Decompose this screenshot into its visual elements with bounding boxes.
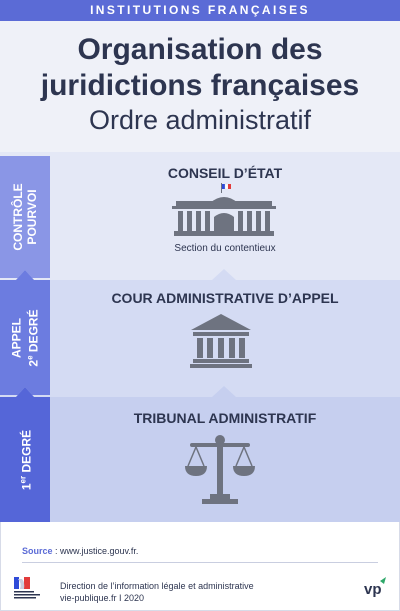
level-title-conseil: CONSEIL D’ÉTAT — [167, 165, 283, 181]
page-subtitle: Ordre administratif — [88, 105, 312, 135]
footer-divider — [22, 562, 378, 563]
level-divider-arrow — [0, 386, 400, 397]
side-label-line-1: 1er DEGRÉ — [17, 429, 34, 489]
footer-line-2: vie-publique.fr I 2020 — [60, 593, 145, 603]
side-bar-premier-degre: 1er DEGRÉ — [0, 397, 50, 522]
side-label-line-2: 2e DEGRÉ — [24, 309, 41, 366]
level-band-tribunal — [0, 397, 400, 522]
header: Organisation des juridictions françaises… — [0, 21, 400, 152]
side-label-premier-degre: 1er DEGRÉ — [17, 429, 34, 489]
source-note: Source : www.justice.gouv.fr. — [22, 546, 138, 556]
courthouse-icon — [190, 314, 252, 368]
scales-of-justice-icon — [185, 435, 255, 504]
topbar: INSTITUTIONS FRANÇAISES — [0, 0, 400, 21]
section-du-contentieux-label: Section du contentieux — [174, 243, 276, 254]
degree-word: DEGRÉ — [26, 308, 41, 355]
title-line-2: juridictions françaises — [40, 69, 360, 102]
page-title: Organisation des juridictions françaises — [0, 32, 400, 104]
level-title-tribunal: TRIBUNAL ADMINISTRATIF — [133, 410, 317, 426]
side-label-appel: APPEL 2e DEGRÉ — [10, 309, 41, 366]
level-divider-arrow — [0, 269, 400, 280]
footer-text: Direction de l’information légale et adm… — [60, 580, 254, 604]
vp-logo-text: vp — [364, 581, 382, 598]
degree-suffix: e — [25, 354, 35, 360]
degree-word: DEGRÉ — [19, 429, 34, 476]
side-bar-controle: CONTRÔLE POURVOI — [0, 156, 50, 278]
republique-francaise-logo — [14, 577, 40, 599]
degree-suffix: er — [18, 475, 28, 483]
side-label-line-2: POURVOI — [25, 189, 39, 245]
degree-number: 1 — [19, 482, 34, 490]
side-label-line-1: CONTRÔLE — [11, 183, 25, 251]
level-title-cour: COUR ADMINISTRATIVE D’APPEL — [111, 290, 339, 306]
title-line-1: Organisation des — [77, 33, 323, 66]
source-label: Source — [22, 546, 53, 556]
conseil-etat-building-icon — [172, 183, 276, 236]
side-label-controle: CONTRÔLE POURVOI — [11, 183, 39, 250]
side-label-line-1: APPEL — [9, 317, 24, 358]
vp-logo: vp — [364, 577, 386, 598]
side-bar-appel: APPEL 2e DEGRÉ — [0, 280, 50, 395]
source-text: : www.justice.gouv.fr. — [52, 546, 139, 556]
degree-number: 2 — [26, 359, 41, 367]
footer-line-1: Direction de l’information légale et adm… — [60, 581, 254, 591]
